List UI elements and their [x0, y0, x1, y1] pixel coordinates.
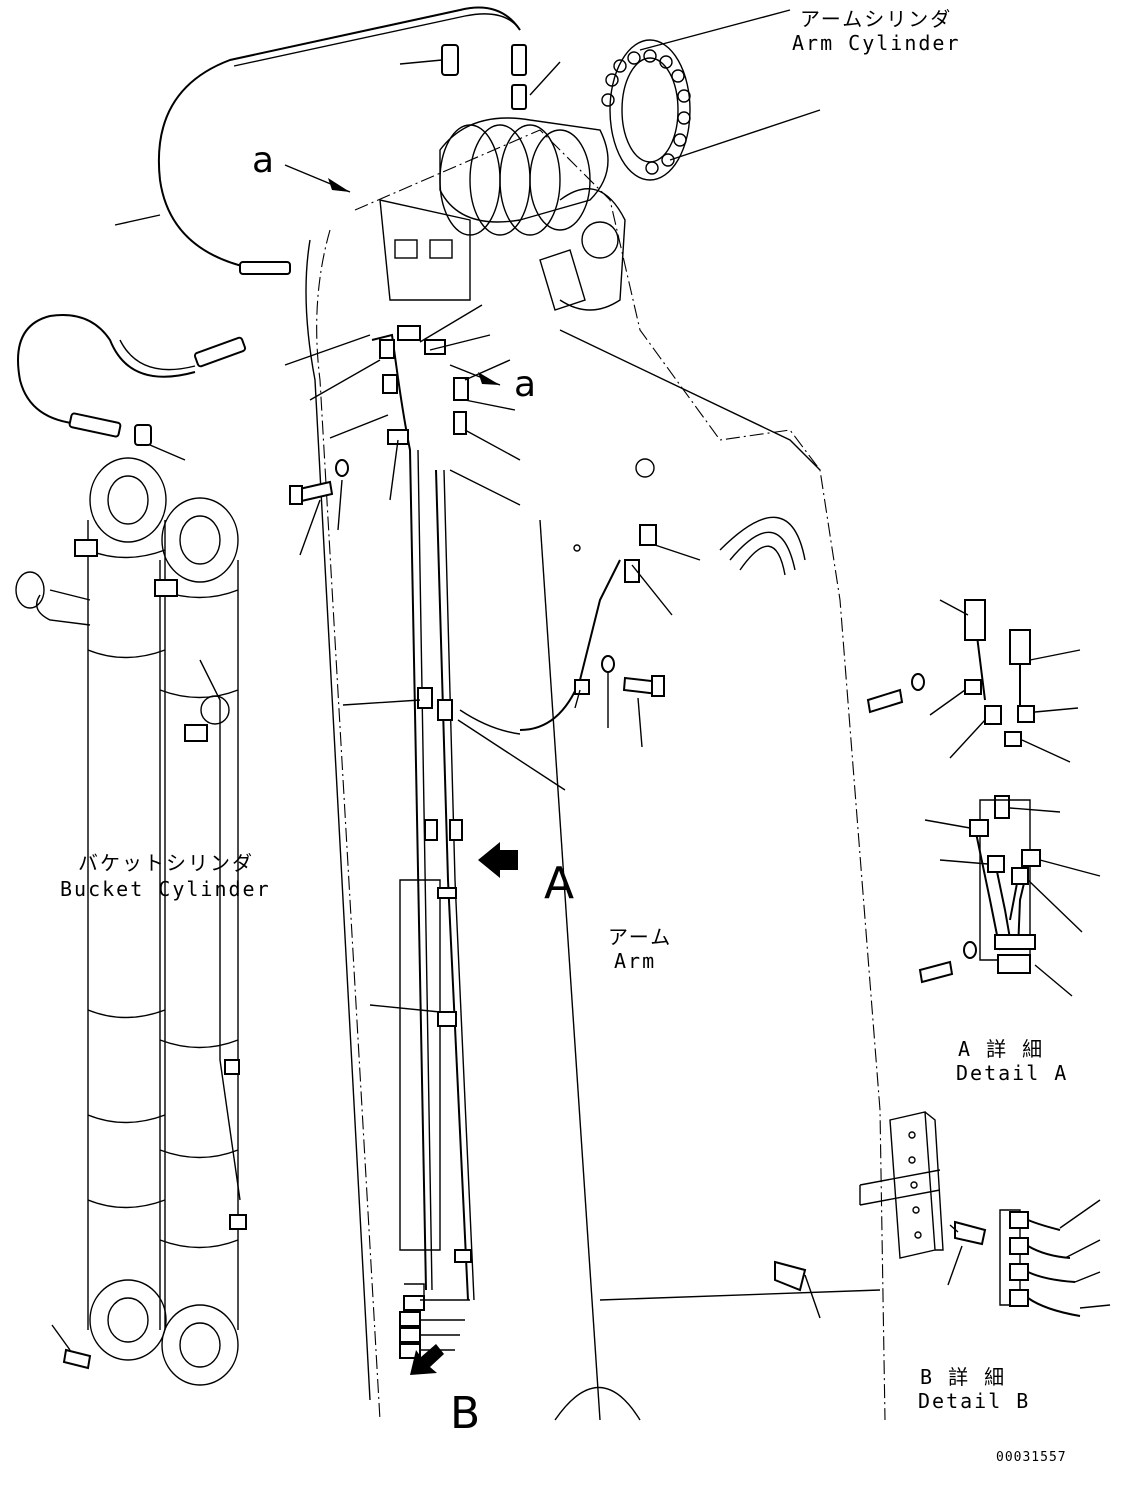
text-labels: アームシリンダ Arm Cylinder バケットシリンダ Bucket Cyl… [60, 7, 1068, 1465]
view-a-arrow-icon [478, 842, 518, 878]
leader-lines [51, 59, 1111, 1351]
detail-b-view [774, 1111, 1081, 1317]
ref-a-upper: a [252, 140, 274, 181]
detail-a-view [866, 599, 1041, 984]
arm-cylinder [379, 9, 821, 311]
bucket-cylinder-label-jp: バケットシリンダ [78, 851, 254, 875]
main-pipe-run [371, 333, 621, 1301]
upper-hose-loop [157, 6, 527, 275]
drawing-number: 00031557 [996, 1450, 1067, 1465]
view-a-letter: A [544, 858, 574, 909]
bucket-cylinder [15, 457, 247, 1386]
bolts-and-washers [289, 459, 665, 697]
pipe-clamps [379, 325, 657, 1263]
fitting-upper-elbow [441, 44, 459, 76]
detail-b-label-en: Detail B [918, 1389, 1030, 1413]
lower-hose-loop [17, 314, 247, 446]
arm-cylinder-label-en: Arm Cylinder [792, 31, 961, 55]
arm-cylinder-label-jp: アームシリンダ [800, 7, 952, 31]
arm-outline [305, 129, 886, 1421]
bucket-cylinder-label-en: Bucket Cylinder [60, 877, 271, 901]
arm-label-jp: アーム [608, 925, 672, 949]
arm-label-en: Arm [614, 949, 656, 973]
view-b-arrow-icon [410, 1344, 444, 1375]
cylinder-bolt-ring [601, 49, 691, 175]
detail-a-label-jp: A 詳 細 [958, 1037, 1044, 1061]
detail-a-label-en: Detail A [956, 1061, 1068, 1085]
ref-a-lower: a [514, 364, 536, 405]
view-b-letter: B [450, 1388, 480, 1439]
detail-b-label-jp: B 詳 細 [920, 1365, 1006, 1389]
section-arrows [284, 164, 518, 1375]
